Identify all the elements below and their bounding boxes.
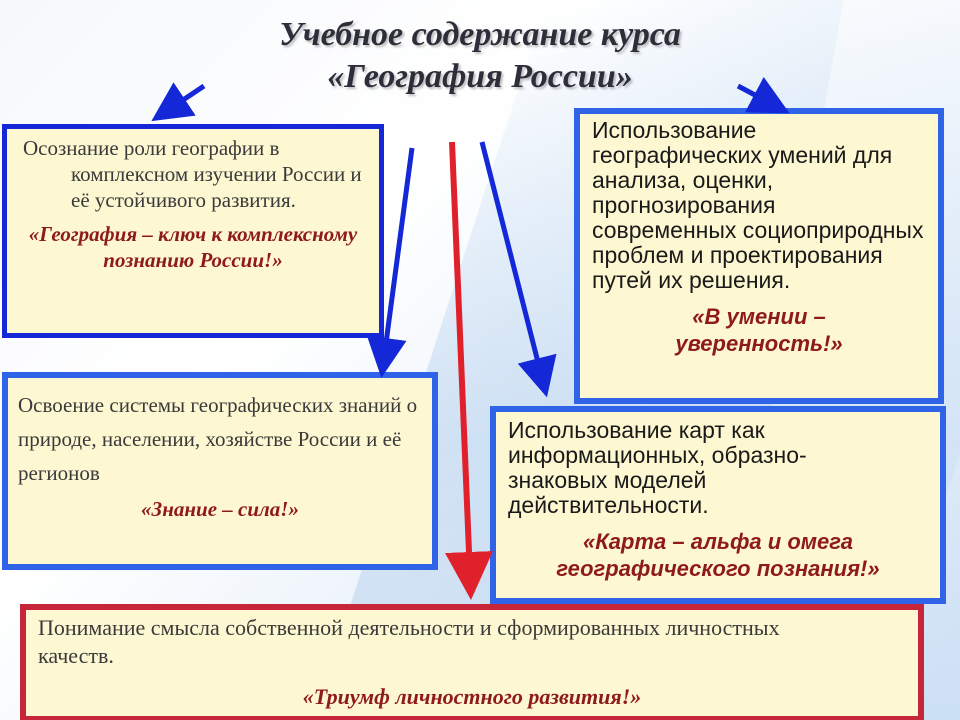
title-line-1: Учебное содержание курса <box>279 16 681 53</box>
box-maps-slogan: «Карта – альфа и омега географического п… <box>556 529 880 581</box>
box-knowledge-slogan: «Знание – сила!» <box>141 497 299 521</box>
box-skills-slogan: «В умении – уверенность!» <box>675 304 843 356</box>
box-knowledge: Освоение системы географических знаний о… <box>2 372 438 570</box>
box-personal: Понимание смысла собственной деятельност… <box>20 604 924 720</box>
box-personal-text: Понимание смысла собственной деятельност… <box>38 615 780 668</box>
box-awareness-text: Осознание роли географии в комплексном и… <box>23 136 362 212</box>
arrow-to-personal <box>445 141 493 600</box>
arrow-to-knowledge <box>366 147 415 378</box>
box-maps-text: Использование карт как информационных, о… <box>508 417 807 518</box>
box-awareness: Осознание роли географии в комплексном и… <box>2 124 384 338</box>
title-line-2: «География России» <box>327 58 633 95</box>
box-knowledge-text: Освоение системы географических знаний о… <box>18 393 418 485</box>
slide-title: Учебное содержание курса «География Росс… <box>0 14 960 98</box>
box-awareness-slogan: «География – ключ к комплексному познани… <box>28 222 358 272</box>
arrow-to-maps <box>479 141 557 398</box>
box-skills-text: Использование географических умений для … <box>592 117 924 293</box>
arrow-to-skills <box>736 76 790 114</box>
arrow-to-awareness <box>151 82 206 122</box>
box-personal-slogan: «Триумф личностного развития!» <box>302 684 642 709</box>
box-maps: Использование карт как информационных, о… <box>490 406 946 604</box>
